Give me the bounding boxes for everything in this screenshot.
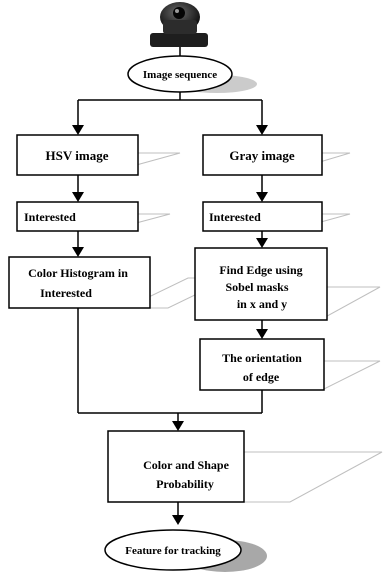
orientation-label-line1: The orientation: [222, 351, 302, 365]
find-edge-label-line2: Sobel masks: [225, 280, 288, 294]
arrowhead-edge: [256, 238, 268, 248]
arrowhead-probability: [172, 421, 184, 431]
image-sequence-node: [127, 55, 233, 93]
probability-label-line1: Color and Shape: [143, 458, 229, 472]
hsv-image-label: HSV image: [46, 148, 109, 163]
image-sequence-label: Image sequence: [143, 69, 217, 81]
find-edge-label-line1: Find Edge using: [219, 263, 302, 277]
camera-icon: [150, 2, 208, 47]
arrowhead-hsv: [72, 125, 84, 135]
orientation-node: [199, 338, 325, 391]
arrowhead-interested-left: [72, 192, 84, 202]
interested-left-node: [16, 201, 139, 232]
arrowhead-output: [172, 515, 184, 525]
color-histogram-node: [8, 256, 151, 309]
interested-right-node: [202, 201, 323, 232]
labels: Image sequence HSV image Gray image Inte…: [24, 69, 303, 557]
color-histogram-label-line1: Color Histogram in: [28, 266, 128, 280]
hsv-image-node: [16, 134, 139, 176]
arrowhead-orientation: [256, 329, 268, 339]
probability-label-line2: Probability: [156, 477, 214, 491]
gray-image-node: [202, 134, 323, 176]
boxes: [8, 55, 328, 571]
feature-for-tracking-node: [104, 529, 242, 571]
arrowhead-histogram: [72, 247, 84, 257]
color-histogram-label-line2: Interested: [40, 286, 92, 300]
color-shape-probability-node: [107, 430, 245, 503]
interested-right-label: Interested: [209, 210, 261, 224]
interested-left-label: Interested: [24, 210, 76, 224]
connectors: [77, 47, 263, 516]
orientation-label-line2: of edge: [243, 370, 280, 384]
arrowhead-gray: [256, 125, 268, 135]
find-edge-label-line3: in x and y: [237, 297, 287, 311]
find-edge-node: [194, 247, 328, 321]
feature-for-tracking-label: Feature for tracking: [125, 545, 221, 557]
arrowhead-interested-right: [256, 192, 268, 202]
gray-image-label: Gray image: [229, 148, 295, 163]
